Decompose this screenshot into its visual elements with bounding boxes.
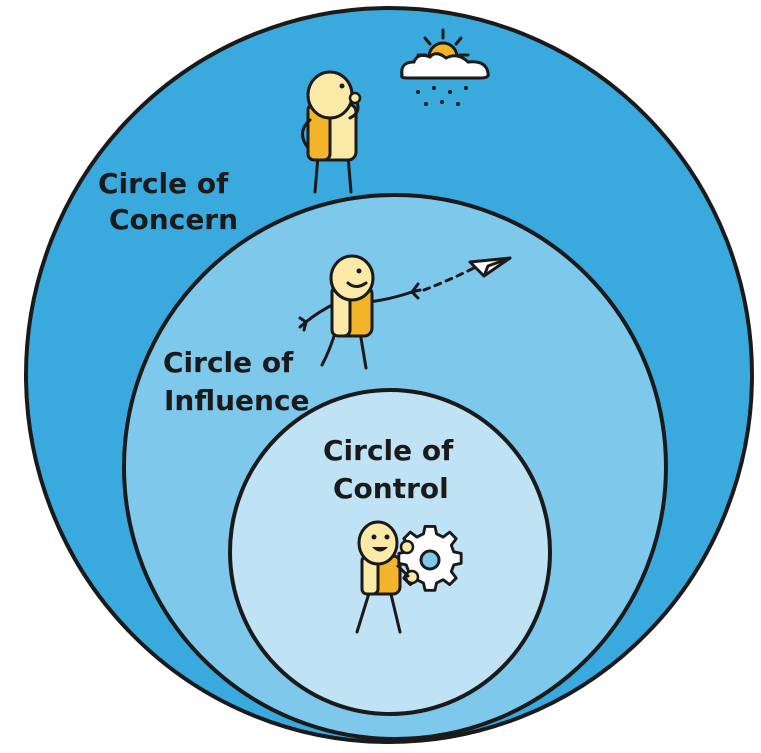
influence-label-line1: Circle of xyxy=(163,346,294,379)
concern-label-line1: Circle of xyxy=(98,167,229,200)
control-label-line2: Control xyxy=(333,472,449,505)
concern-label-line2: Concern xyxy=(109,203,238,236)
paper-plane-icon xyxy=(422,256,512,292)
throwing-figure-icon xyxy=(298,254,422,370)
worried-figure-icon xyxy=(301,70,362,194)
influence-label-line2: Influence xyxy=(164,384,310,417)
weather-icon xyxy=(400,28,490,106)
control-label-line1: Circle of xyxy=(323,434,454,467)
gear-figure-icon xyxy=(355,520,463,634)
